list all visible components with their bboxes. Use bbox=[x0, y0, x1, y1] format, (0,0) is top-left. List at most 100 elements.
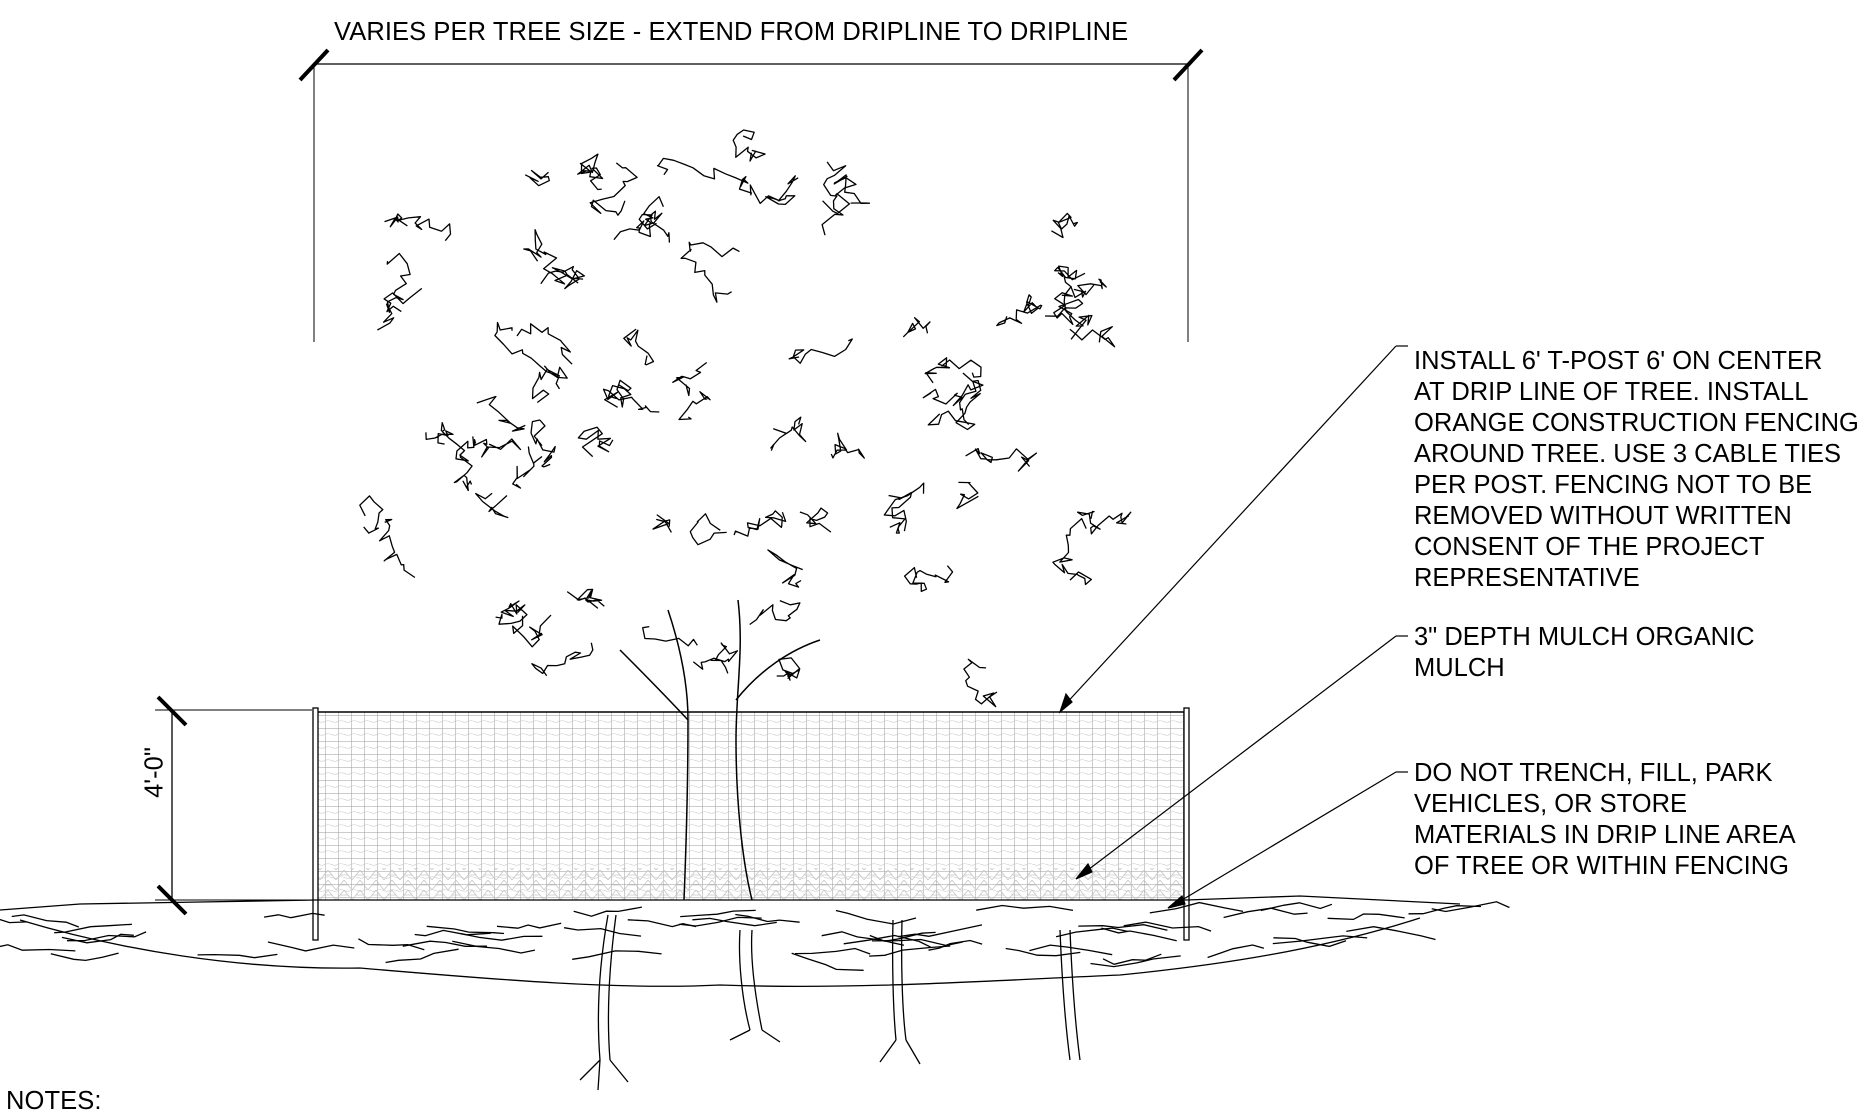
root-stroke bbox=[11, 914, 80, 928]
callout-line: AT DRIP LINE OF TREE. INSTALL bbox=[1414, 378, 1809, 406]
root-stroke bbox=[61, 933, 134, 944]
foliage-stroke bbox=[672, 361, 708, 397]
foliage-stroke bbox=[776, 657, 801, 681]
foliage-stroke bbox=[883, 482, 925, 532]
callout-line: REPRESENTATIVE bbox=[1414, 564, 1640, 592]
foliage-stroke bbox=[512, 614, 552, 648]
foliage-stroke bbox=[577, 426, 614, 458]
root-stroke bbox=[794, 947, 871, 955]
foliage-stroke bbox=[473, 438, 522, 458]
root-stroke bbox=[1102, 953, 1162, 965]
foliage-stroke bbox=[1052, 517, 1093, 586]
foliage-stroke bbox=[512, 446, 543, 489]
root-stroke bbox=[898, 924, 983, 938]
root-stroke bbox=[496, 922, 562, 929]
root-stroke bbox=[1260, 902, 1333, 912]
root-stroke bbox=[0, 944, 76, 952]
root-stroke bbox=[843, 934, 931, 948]
root-stroke bbox=[414, 929, 491, 937]
root-stroke bbox=[197, 953, 278, 959]
foliage-stroke bbox=[680, 241, 740, 303]
callout-install-fencing: INSTALL 6' T-POST 6' ON CENTER AT DRIP L… bbox=[1414, 346, 1859, 594]
callout-line: ORANGE CONSTRUCTION FENCING bbox=[1414, 409, 1859, 437]
foliage-stroke bbox=[799, 507, 832, 533]
callout-line: INSTALL 6' T-POST 6' ON CENTER bbox=[1414, 347, 1823, 375]
callout-mulch: 3" DEPTH MULCH ORGANIC MULCH bbox=[1414, 622, 1755, 684]
root-stroke bbox=[835, 909, 917, 925]
foliage-stroke bbox=[749, 599, 801, 626]
root-stroke bbox=[1223, 907, 1308, 919]
construction-fence bbox=[312, 707, 1190, 941]
foliage-stroke bbox=[540, 265, 586, 290]
foliage-stroke bbox=[378, 518, 416, 579]
foliage-stroke bbox=[927, 372, 982, 431]
root-stroke bbox=[1029, 944, 1113, 956]
foliage-stroke bbox=[749, 175, 799, 206]
foliage-stroke bbox=[822, 174, 871, 215]
foliage-stroke bbox=[1054, 265, 1086, 288]
root-stroke bbox=[563, 927, 642, 937]
root-stroke bbox=[1327, 913, 1405, 921]
foliage-stroke bbox=[732, 129, 766, 162]
callout-line: 3" DEPTH MULCH ORGANIC bbox=[1414, 623, 1755, 651]
foliage-stroke bbox=[1069, 326, 1116, 348]
foliage-stroke bbox=[963, 658, 998, 708]
tree-trunk bbox=[619, 599, 821, 901]
foliage-stroke bbox=[767, 549, 803, 588]
foliage-stroke bbox=[1076, 510, 1132, 535]
root-stroke bbox=[0, 918, 27, 924]
foliage-stroke bbox=[577, 153, 604, 191]
root-stroke bbox=[1346, 926, 1436, 941]
foliage-stroke bbox=[924, 357, 982, 384]
foliage-stroke bbox=[692, 642, 739, 674]
foliage-stroke bbox=[384, 213, 452, 242]
root-stroke bbox=[1431, 901, 1510, 913]
foliage-stroke bbox=[689, 513, 727, 546]
foliage-stroke bbox=[440, 422, 475, 462]
root-stroke bbox=[1090, 955, 1181, 968]
callout-line: DO NOT TRENCH, FILL, PARK bbox=[1414, 759, 1773, 787]
callout-line: AROUND TREE. USE 3 CABLE TIES bbox=[1414, 440, 1842, 468]
root-stroke bbox=[358, 938, 425, 951]
foliage-stroke bbox=[523, 229, 579, 285]
foliage-stroke bbox=[623, 328, 655, 366]
foliage-stroke bbox=[377, 252, 411, 331]
foliage-stroke bbox=[589, 162, 638, 216]
tree-canopy bbox=[359, 129, 1132, 708]
foliage-stroke bbox=[996, 294, 1043, 327]
foliage-stroke bbox=[770, 416, 807, 451]
foliage-stroke bbox=[656, 157, 753, 194]
foliage-stroke bbox=[678, 391, 711, 421]
callout-do-not-trench: DO NOT TRENCH, FILL, PARK VEHICLES, OR S… bbox=[1414, 758, 1796, 882]
foliage-stroke bbox=[607, 379, 632, 408]
callout-line: REMOVED WITHOUT WRITTEN bbox=[1414, 502, 1792, 530]
root-stroke bbox=[1149, 901, 1244, 914]
root-stroke bbox=[1408, 905, 1482, 915]
root-stroke bbox=[680, 909, 756, 918]
foliage-stroke bbox=[425, 430, 454, 445]
callout-line: CONSENT OF THE PROJECT bbox=[1414, 533, 1765, 561]
fence-height-dimension bbox=[155, 695, 312, 916]
foliage-stroke bbox=[531, 642, 594, 677]
foliage-stroke bbox=[902, 317, 931, 338]
foliage-stroke bbox=[602, 388, 660, 413]
foliage-stroke bbox=[965, 447, 1038, 472]
foliage-stroke bbox=[821, 161, 847, 236]
root-stroke bbox=[573, 906, 643, 917]
root-stroke bbox=[869, 945, 951, 957]
notes-title: NOTES: bbox=[6, 1087, 102, 1115]
foliage-stroke bbox=[788, 338, 853, 364]
root-stroke bbox=[1005, 947, 1081, 957]
foliage-stroke bbox=[530, 419, 556, 468]
foliage-stroke bbox=[903, 565, 954, 593]
root-stroke bbox=[976, 904, 1074, 912]
callout-line: OF TREE OR WITHIN FENCING bbox=[1414, 852, 1789, 880]
foliage-stroke bbox=[494, 321, 568, 379]
foliage-stroke bbox=[359, 495, 384, 534]
root-stroke bbox=[385, 948, 459, 964]
callout-line: PER POST. FENCING NOT TO BE bbox=[1414, 471, 1813, 499]
foliage-stroke bbox=[1044, 292, 1084, 326]
callout-leaders bbox=[1058, 345, 1408, 909]
root-stroke bbox=[871, 938, 963, 947]
root-stroke bbox=[426, 925, 505, 935]
